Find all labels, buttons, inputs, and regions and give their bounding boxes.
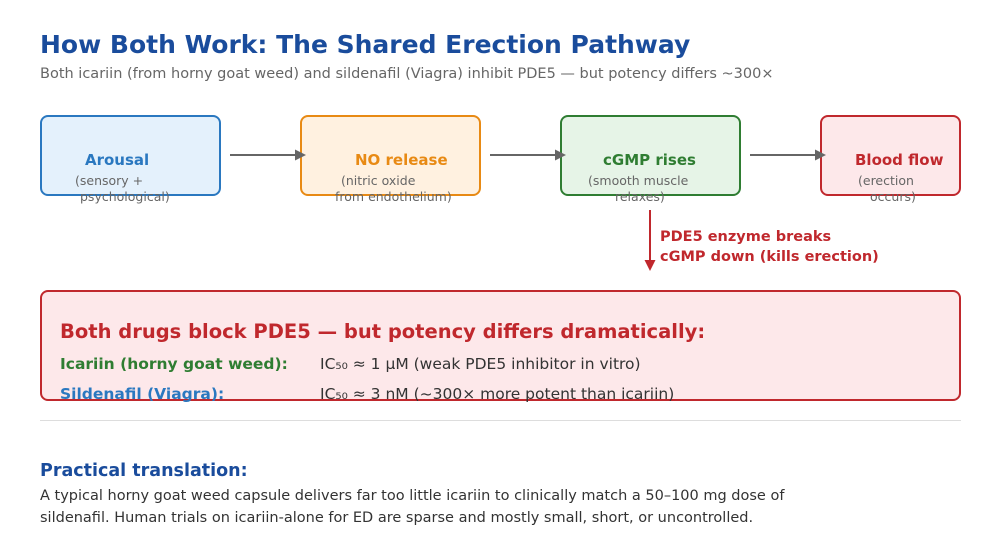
drug-name: Icariin (horny goat weed): — [60, 355, 288, 373]
page-title: How Both Work: The Shared Erection Pathw… — [40, 30, 691, 59]
page-subtitle: Both icariin (from horny goat weed) and … — [40, 66, 774, 82]
drug-ic50: IC₅₀ ≈ 3 nM (~300× more potent than icar… — [320, 385, 675, 403]
step-label: Blood flow — [855, 151, 944, 169]
drug-ic50: IC₅₀ ≈ 1 μM (weak PDE5 inhibitor in vitr… — [320, 355, 641, 373]
practical-text-line: sildenafil. Human trials on icariin-alon… — [40, 510, 754, 526]
section-divider — [40, 420, 961, 421]
practical-text-line: A typical horny goat weed capsule delive… — [40, 488, 785, 504]
potency-callout — [40, 290, 961, 401]
step-no-release: NO release (nitric oxide from endotheliu… — [300, 115, 481, 204]
step-blood-flow: Blood flow (erection occurs) — [820, 115, 961, 204]
step-label: Arousal — [85, 151, 150, 169]
step-cgmp-rises: cGMP rises (smooth muscle relaxes) — [560, 115, 741, 204]
arrow-pde5-down-head — [644, 260, 656, 271]
practical-heading: Practical translation: — [40, 461, 248, 481]
drug-name: Sildenafil (Viagra): — [60, 385, 225, 403]
step-description: (sensory + psychological) — [75, 173, 170, 204]
pde5-note: PDE5 enzyme breaks cGMP down (kills erec… — [660, 229, 879, 265]
potency-heading: Both drugs block PDE5 — but potency diff… — [60, 320, 706, 343]
step-arousal: Arousal (sensory + psychological) — [40, 115, 221, 204]
step-description: (erection occurs) — [858, 173, 916, 204]
step-description: (smooth muscle relaxes) — [588, 173, 689, 204]
step-description: (nitric oxide from endothelium) — [335, 173, 452, 204]
step-label: cGMP rises — [603, 151, 696, 169]
step-label: NO release — [355, 151, 448, 169]
